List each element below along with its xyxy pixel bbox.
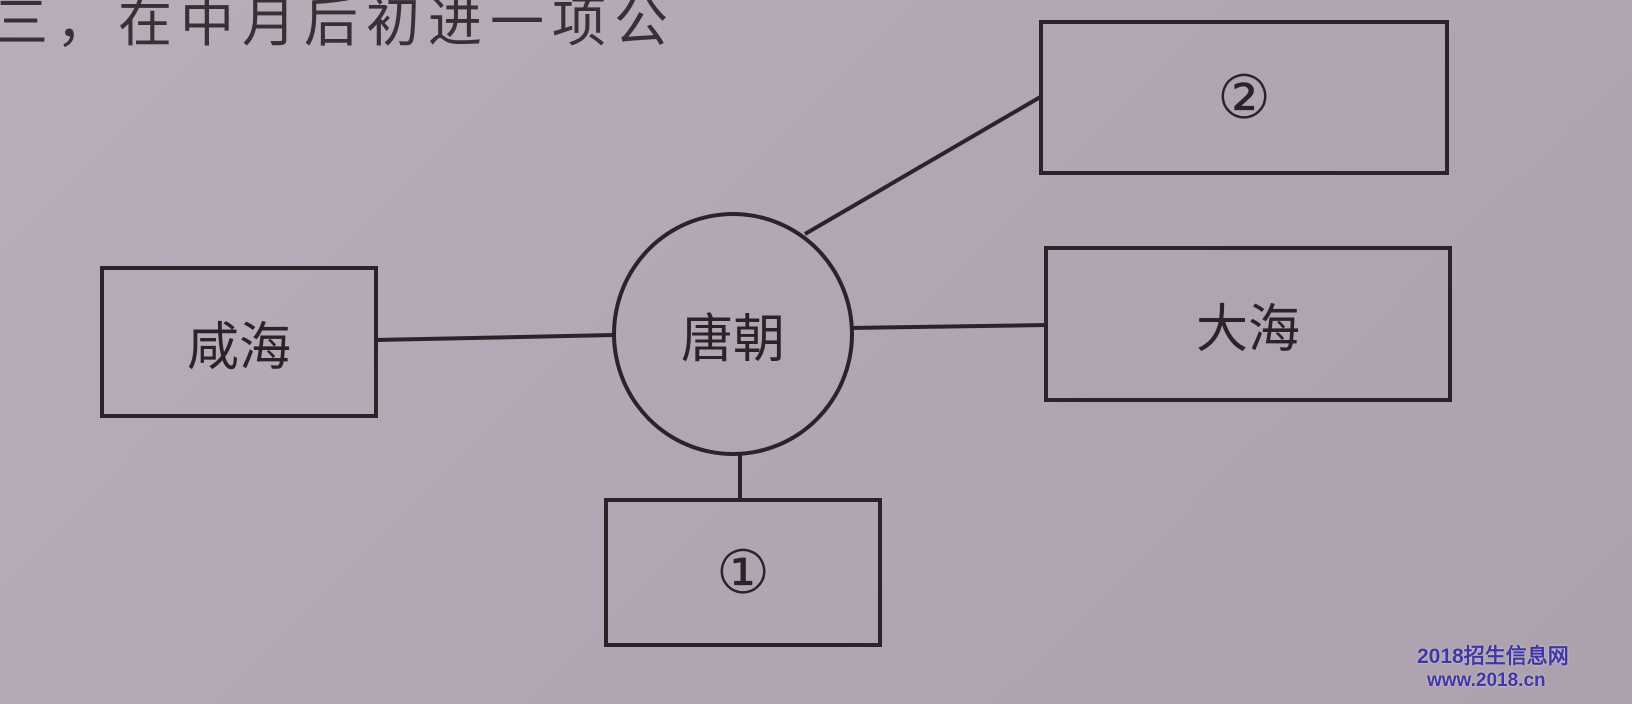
node-bottom-box: ①	[604, 498, 882, 647]
node-bottom-label: ①	[716, 537, 770, 608]
node-left-box: 咸海	[100, 266, 378, 418]
connector-right	[849, 323, 1048, 330]
watermark-url: www.2018.cn	[1427, 670, 1546, 691]
watermark-title: 2018招生信息网	[1417, 645, 1569, 668]
node-left-label: 咸海	[186, 317, 291, 378]
connector-left	[375, 333, 615, 342]
node-top-right-box: ②	[1039, 20, 1449, 175]
node-right-label: 大海	[1195, 299, 1300, 360]
center-node-circle: 唐朝	[612, 212, 854, 456]
center-node-label: 唐朝	[680, 309, 785, 370]
node-top-right-label: ②	[1217, 62, 1271, 133]
header-text-fragment: 三，在中月后初进一项公	[0, 0, 676, 54]
node-right-box: 大海	[1044, 246, 1452, 402]
connector-top-right	[803, 94, 1044, 236]
